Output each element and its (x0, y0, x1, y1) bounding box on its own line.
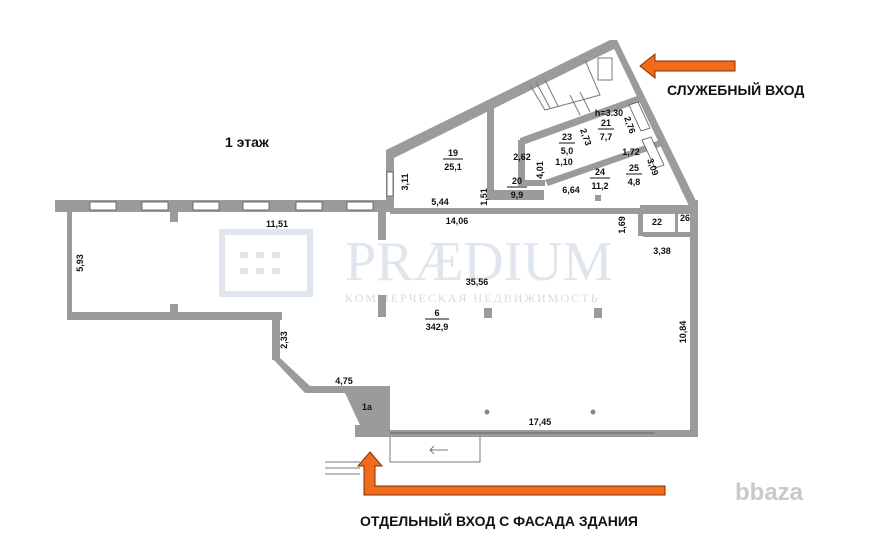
svg-text:h=3.30: h=3.30 (595, 108, 623, 118)
svg-text:5,0: 5,0 (561, 146, 574, 156)
svg-text:2,73: 2,73 (578, 127, 593, 147)
svg-text:КОММЕРЧЕСКАЯ НЕДВИЖИМОСТЬ: КОММЕРЧЕСКАЯ НЕДВИЖИМОСТЬ (345, 291, 600, 305)
svg-text:3,11: 3,11 (400, 173, 410, 190)
svg-text:35,56: 35,56 (466, 277, 489, 287)
svg-text:5,44: 5,44 (431, 197, 449, 207)
svg-text:6,64: 6,64 (562, 185, 580, 195)
bbaza-watermark: bbaza (735, 479, 804, 506)
svg-text:25: 25 (629, 163, 639, 173)
svg-text:2,62: 2,62 (513, 152, 531, 162)
svg-text:4,75: 4,75 (335, 376, 353, 386)
svg-text:22: 22 (652, 217, 662, 227)
praedium-watermark: PRÆDIUM КОММЕРЧЕСКАЯ НЕДВИЖИМОСТЬ (219, 229, 613, 305)
facade-entrance-label: ОТДЕЛЬНЫЙ ВХОД С ФАСАДА ЗДАНИЯ (360, 512, 638, 529)
svg-text:5,93: 5,93 (75, 254, 85, 272)
dimension-labels: h=3.30 2,76 2,73 2,62 1,10 1,72 3,09 4,0… (75, 108, 688, 427)
svg-text:1,69: 1,69 (617, 216, 627, 234)
svg-text:7,7: 7,7 (600, 132, 613, 142)
stairs (529, 57, 613, 116)
svg-text:24: 24 (595, 167, 605, 177)
svg-text:4,8: 4,8 (628, 177, 641, 187)
svg-text:1,72: 1,72 (622, 147, 640, 157)
svg-text:21: 21 (601, 118, 611, 128)
columns (595, 195, 601, 201)
svg-text:14,06: 14,06 (446, 216, 469, 226)
floor-label: 1 этаж (225, 134, 270, 150)
svg-text:25,1: 25,1 (444, 162, 462, 172)
svg-text:3,38: 3,38 (653, 246, 671, 256)
svg-text:11,2: 11,2 (591, 181, 608, 191)
svg-text:342,9: 342,9 (426, 322, 449, 332)
service-entrance-arrow (639, 52, 736, 80)
svg-text:20: 20 (512, 176, 522, 186)
svg-text:19: 19 (448, 148, 458, 158)
svg-text:2,33: 2,33 (279, 331, 289, 349)
svg-text:26: 26 (680, 213, 690, 223)
svg-text:9,9: 9,9 (511, 190, 524, 200)
svg-text:17,45: 17,45 (529, 417, 552, 427)
svg-text:23: 23 (562, 132, 572, 142)
svg-text:4,01: 4,01 (535, 161, 545, 179)
svg-text:PRÆDIUM: PRÆDIUM (345, 231, 613, 293)
room-labels: 19 25,1 20 9,9 21 7,7 23 5,0 24 11,2 25 4,8 6 3… (362, 118, 690, 412)
svg-text:10,84: 10,84 (678, 321, 688, 344)
svg-text:6: 6 (434, 308, 439, 318)
svg-text:1,10: 1,10 (555, 157, 573, 167)
column-dots (484, 409, 596, 415)
windows (89, 101, 665, 434)
entrance-steps (325, 437, 481, 475)
service-entrance-label: СЛУЖЕБНЫЙ ВХОД (667, 81, 804, 98)
facade-entrance-arrow (356, 451, 666, 496)
svg-text:1а: 1а (362, 402, 373, 412)
svg-text:11,51: 11,51 (266, 219, 288, 229)
svg-text:1,51: 1,51 (479, 188, 489, 206)
